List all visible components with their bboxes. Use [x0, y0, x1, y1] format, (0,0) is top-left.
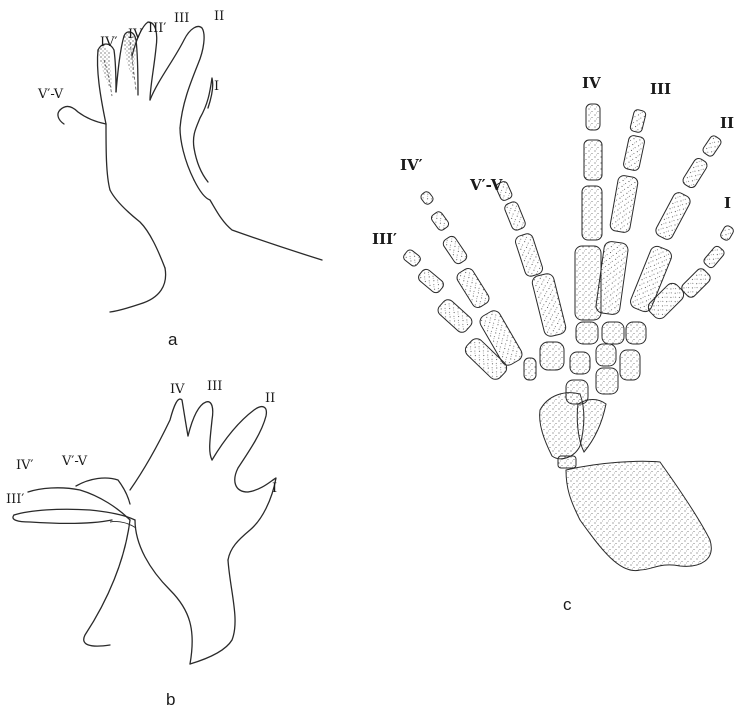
forearm-bone — [566, 461, 711, 570]
panel-c-digit-label: II — [720, 114, 734, 132]
panel-c-digit-label: IV′ — [400, 156, 423, 174]
panel-a-digit-label: II — [214, 9, 224, 24]
panel-a-digit-label: III — [174, 11, 189, 26]
panel-c-digit-label: V′-V — [469, 176, 503, 194]
panel-a-digit-label: IV′ — [100, 35, 118, 50]
panel-b-digit-label: IV′ — [16, 458, 34, 473]
panel-c-digit-label: I — [724, 194, 731, 212]
panel-b-digit-label: II — [265, 391, 275, 406]
panel-b-digit-label: V′-V — [61, 454, 88, 469]
panel-a-letter: a — [168, 330, 178, 349]
panel-a-digit-label: IV — [128, 27, 143, 42]
panel-a-digit-label: V′-V — [37, 87, 64, 102]
panel-c-digit-label: IV — [582, 74, 601, 92]
panel-b-labels: IV III II IV′ V′-V III′ I b — [6, 379, 277, 709]
panel-b-digit-label: III′ — [6, 492, 24, 507]
panel-b-hand-outline — [13, 399, 276, 664]
panel-a-digit-label: III′ — [148, 21, 166, 36]
panel-a-hand-outline — [58, 22, 322, 312]
panel-a-digit-label: I — [214, 79, 219, 94]
panel-b-digit-label: IV — [170, 382, 185, 397]
panel-b-digit-label: III — [207, 379, 222, 394]
panel-c-letter: c — [563, 595, 572, 614]
panel-c-digit-label: III — [650, 80, 671, 98]
panel-b-letter: b — [166, 690, 175, 709]
panel-c-digit-label: III′ — [372, 230, 397, 248]
panel-c-skeleton — [402, 104, 735, 571]
panel-b-digit-label: I — [272, 481, 277, 496]
